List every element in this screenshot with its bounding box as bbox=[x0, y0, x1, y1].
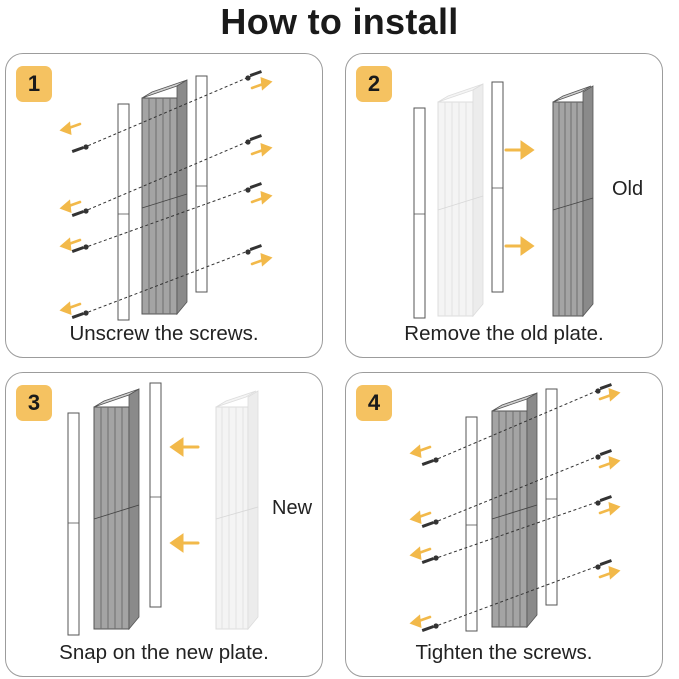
step-3-badge: 3 bbox=[16, 385, 52, 421]
new-plate-label: New bbox=[272, 497, 313, 519]
step-3-caption: Snap on the new plate. bbox=[59, 641, 269, 664]
step-2-caption: Remove the old plate. bbox=[404, 322, 604, 345]
new-plate-faded bbox=[215, 390, 259, 631]
arrow-icon bbox=[59, 77, 273, 315]
mounting-bar-left bbox=[465, 416, 478, 632]
arrow-icon bbox=[169, 437, 200, 553]
screw-icon bbox=[421, 383, 612, 632]
step-4-caption: Tighten the screws. bbox=[415, 641, 593, 664]
faded-plate-ghost bbox=[437, 83, 484, 318]
mounting-bar-left bbox=[413, 107, 426, 319]
step-1-badge: 1 bbox=[16, 66, 52, 102]
mounting-bar-right bbox=[195, 75, 208, 293]
step-1-panel: 1 bbox=[5, 53, 323, 358]
arrow-icon bbox=[504, 140, 535, 256]
mounting-bar-right bbox=[149, 382, 162, 608]
step-3-illustration bbox=[67, 382, 259, 636]
step-3-panel: 3 bbox=[5, 372, 323, 677]
screw-guide-lines bbox=[77, 73, 257, 317]
step-2-illustration bbox=[413, 81, 594, 319]
mounting-bar-right bbox=[491, 81, 504, 293]
mounting-bar-right bbox=[545, 388, 558, 606]
old-plate-dark bbox=[552, 85, 594, 318]
step-4-badge: 4 bbox=[356, 385, 392, 421]
step-1-illustration bbox=[59, 70, 273, 321]
step-4-panel: 4 bbox=[345, 372, 663, 677]
mounting-bar-left bbox=[117, 103, 130, 321]
arrow-icon bbox=[409, 388, 621, 628]
mounting-bar-left bbox=[67, 412, 80, 636]
screw-icon bbox=[71, 70, 262, 319]
page-title: How to install bbox=[220, 1, 459, 42]
old-plate-dark bbox=[141, 79, 188, 316]
new-plate-dark bbox=[491, 392, 538, 629]
step-2-badge: 2 bbox=[356, 66, 392, 102]
screw-guide-lines bbox=[427, 386, 607, 630]
step-4-illustration bbox=[409, 383, 621, 632]
installed-plate-dark bbox=[93, 388, 140, 631]
step-1-caption: Unscrew the screws. bbox=[69, 322, 259, 345]
old-plate-label: Old bbox=[612, 178, 644, 200]
step-2-panel: 2 bbox=[345, 53, 663, 358]
